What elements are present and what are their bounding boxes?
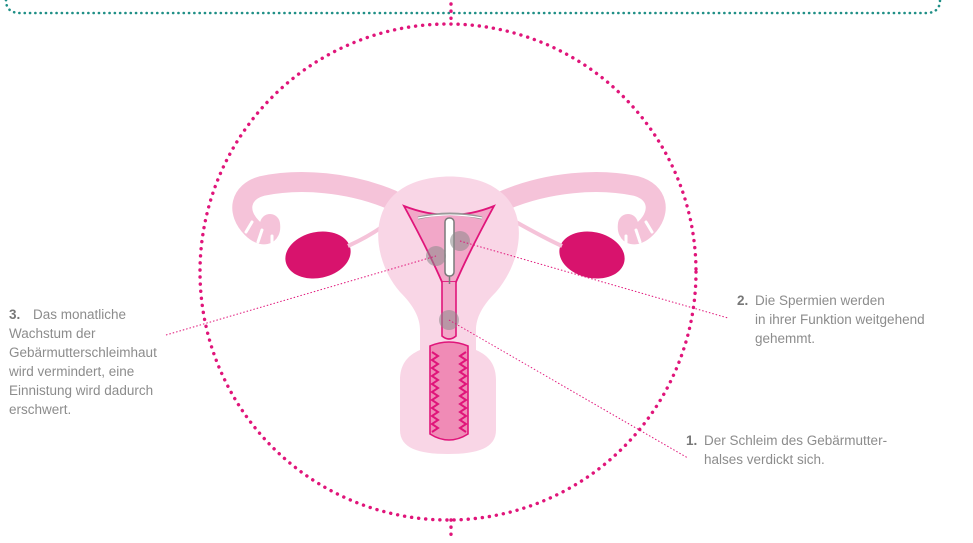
annotation-2: 2. Die Spermien werden in ihrer Funktion… <box>737 291 969 348</box>
ovary-left <box>281 226 355 285</box>
annotation-2-number: 2. <box>737 293 748 308</box>
annotation-3-text: Das monatliche Wachstum der Gebärmutters… <box>9 305 224 419</box>
annotation-3-number: 3. <box>9 307 20 322</box>
annotation-3: 3. Das monatliche Wachstum der Gebärmutt… <box>9 305 224 419</box>
annotation-1-text: Der Schleim des Gebärmutter- halses verd… <box>686 431 926 469</box>
annotation-2-text: Die Spermien werden in ihrer Funktion we… <box>737 291 969 348</box>
ovary-right <box>555 226 629 285</box>
annotation-1-number: 1. <box>686 433 697 448</box>
annotation-1: 1. Der Schleim des Gebärmutter- halses v… <box>686 431 926 469</box>
top-dotted-border <box>6 0 940 13</box>
